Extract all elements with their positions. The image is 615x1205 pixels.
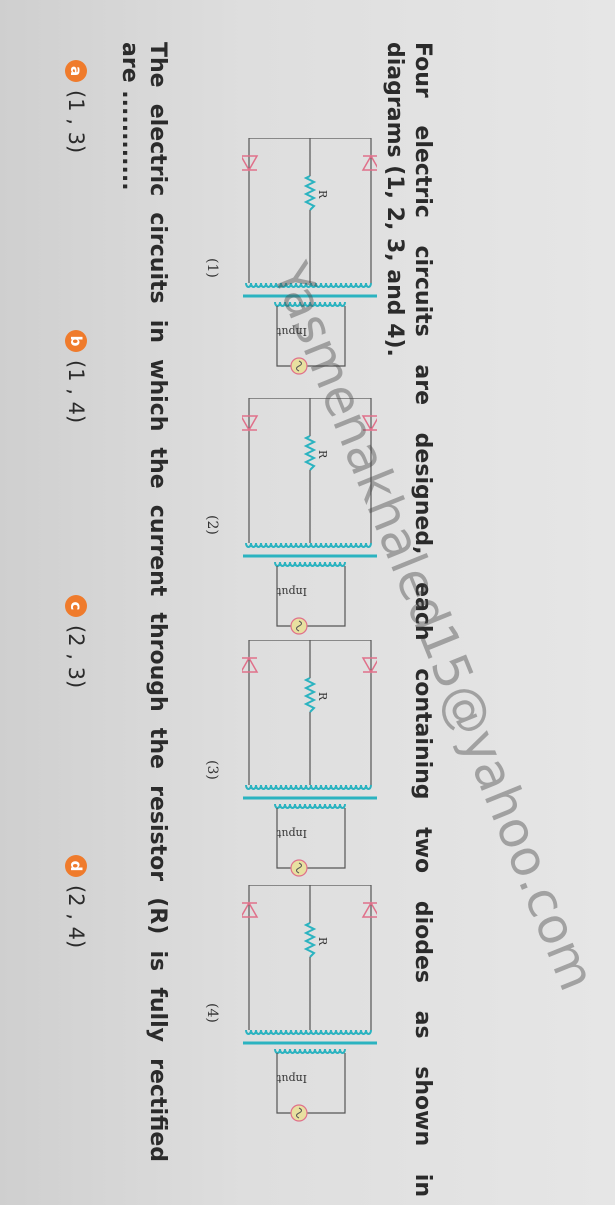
primary-coil-icon [274,1048,346,1054]
circuit-diagram-2: R Input [239,397,381,638]
secondary-coil-icon [245,282,372,288]
resistor-icon [303,435,317,471]
option-letter: b [65,330,87,352]
resistor-label: R [316,692,329,701]
option-text: (2 , 4) [64,885,88,949]
primary-coil-icon [274,561,346,567]
diode-icon [239,415,259,432]
circuit-diagram-3: R Input [239,639,381,880]
ac-wave [296,862,302,874]
option-letter: a [65,60,87,82]
input-wire [276,566,346,627]
secondary-coil-icon [245,1029,372,1035]
diagram-label-1: (1) [204,258,220,278]
resistor-icon [303,922,317,958]
input-label: Input [276,325,307,338]
ac-wave [296,620,302,632]
diagram-label-4: (4) [204,1003,220,1023]
diode-icon [239,656,259,673]
resistor-label: R [316,937,329,946]
diode-icon [361,415,381,432]
input-wire [276,306,346,367]
input-label: Input [276,827,307,840]
option-letter: d [65,855,87,877]
question2-line1: The electric circuits in which the curre… [145,42,170,1162]
option-d[interactable]: d (2 , 4) [64,855,88,948]
resistor-label: R [316,450,329,459]
option-text: (2 , 3) [64,625,88,689]
option-a[interactable]: a (1 , 3) [64,60,88,153]
secondary-coil-icon [245,542,372,548]
secondary-coil-icon [245,784,372,790]
diode-icon [361,901,381,918]
diode-icon [239,901,259,918]
option-letter: c [65,595,87,617]
diagram-label-3: (3) [204,760,220,780]
input-wire [276,1053,346,1114]
primary-coil-icon [274,803,346,809]
resistor-icon [303,175,317,211]
diode-icon [239,155,259,172]
input-label: Input [276,585,307,598]
diode-icon [361,657,381,674]
circuit-diagram-1: R Input [239,137,381,378]
question2-line2: are ............ [117,42,142,191]
ac-wave [296,1107,302,1119]
input-label: Input [276,1072,307,1085]
option-c[interactable]: c (2 , 3) [64,595,88,688]
diode-icon [361,154,381,171]
ac-wave [296,360,302,372]
input-wire [276,808,346,869]
primary-coil-icon [274,301,346,307]
option-text: (1 , 4) [64,360,88,424]
option-b[interactable]: b (1 , 4) [64,330,88,423]
circuit-diagram-4: R Input [239,884,381,1125]
diagram-label-2: (2) [204,515,220,535]
option-text: (1 , 3) [64,90,88,154]
resistor-icon [303,677,317,713]
resistor-label: R [316,190,329,199]
